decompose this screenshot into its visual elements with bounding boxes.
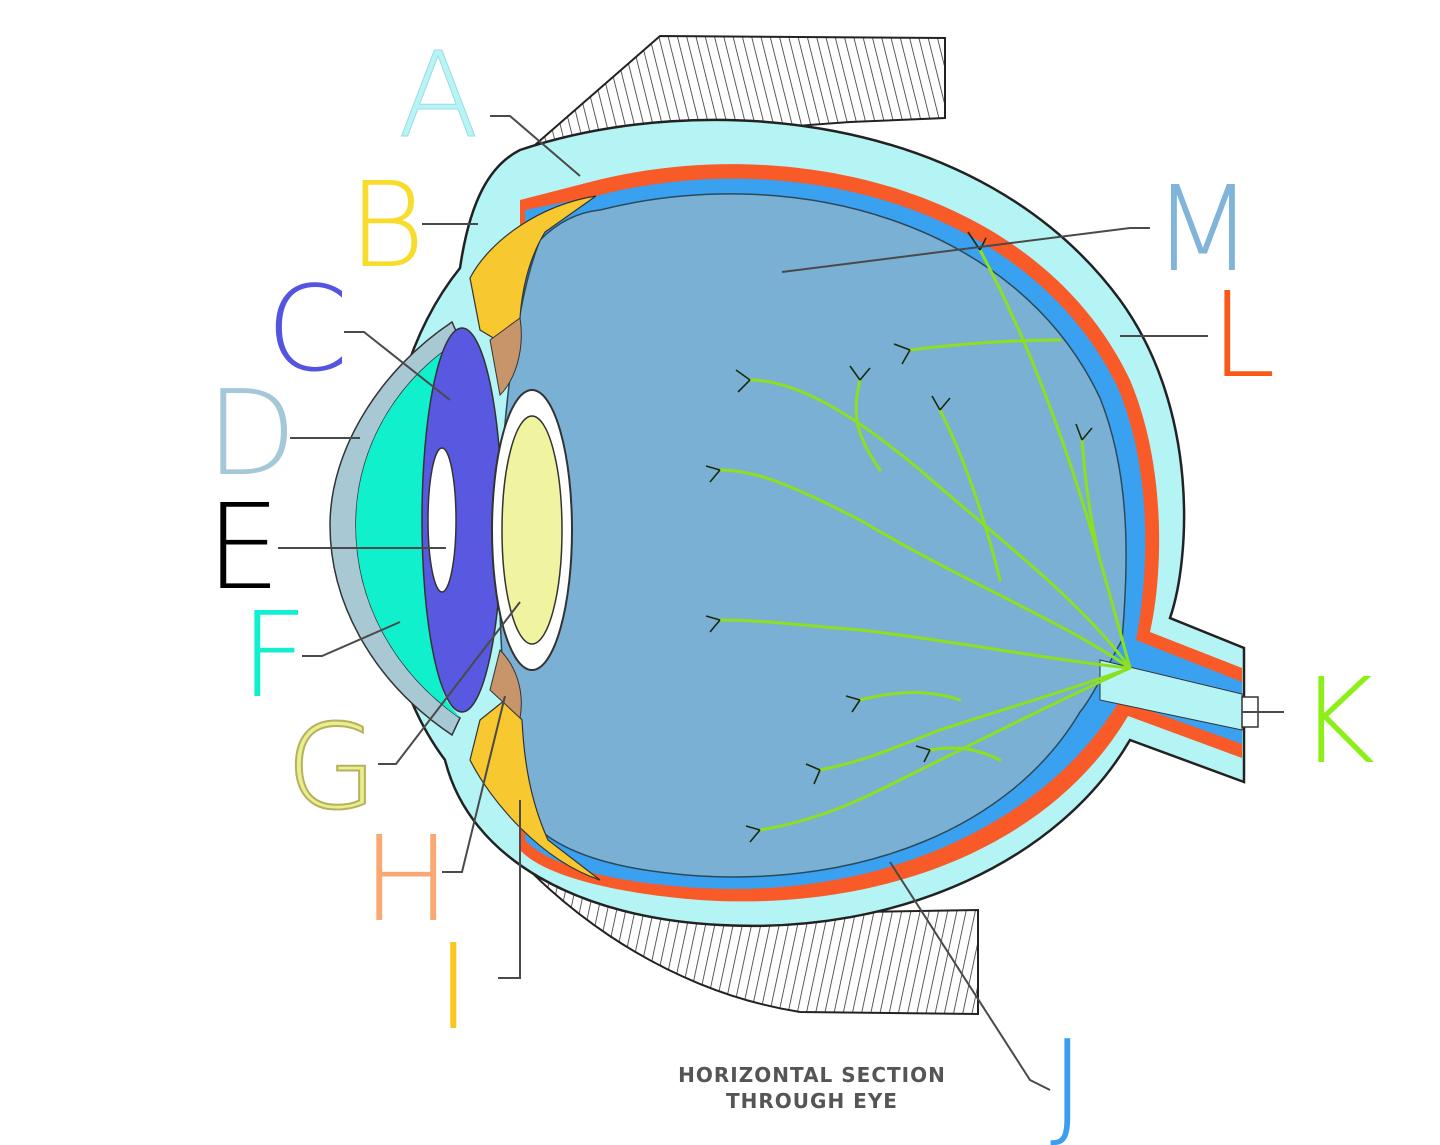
label-j: J (1050, 1014, 1085, 1145)
label-i: I (436, 918, 471, 1056)
label-d: D (206, 364, 297, 502)
optic-nerve (1099, 659, 1243, 731)
retinal-vessels (718, 248, 1132, 832)
label-k: K (1298, 652, 1375, 790)
label-e: E (206, 478, 281, 616)
suspensory-band-lower (489, 649, 522, 719)
caption-line-1: HORIZONTAL SECTION (678, 1063, 946, 1087)
leader-lines (278, 115, 1284, 1091)
label-h: H (362, 810, 451, 948)
label-a: A (398, 26, 479, 164)
label-m: M (1152, 160, 1254, 298)
lens (501, 415, 563, 645)
retinal-vessel-tips (705, 231, 1093, 843)
label-b: B (348, 156, 425, 294)
ciliary-body-lower (469, 699, 601, 881)
pupil (427, 447, 457, 593)
aqueous-humour (356, 340, 460, 718)
label-f: F (240, 586, 308, 724)
caption-line-2: THROUGH EYE (726, 1089, 898, 1113)
ciliary-body-upper (469, 195, 597, 346)
suspensory-band-upper (489, 317, 522, 397)
label-l: L (1210, 266, 1276, 404)
label-g: G (286, 698, 377, 836)
label-c: C (266, 260, 348, 398)
